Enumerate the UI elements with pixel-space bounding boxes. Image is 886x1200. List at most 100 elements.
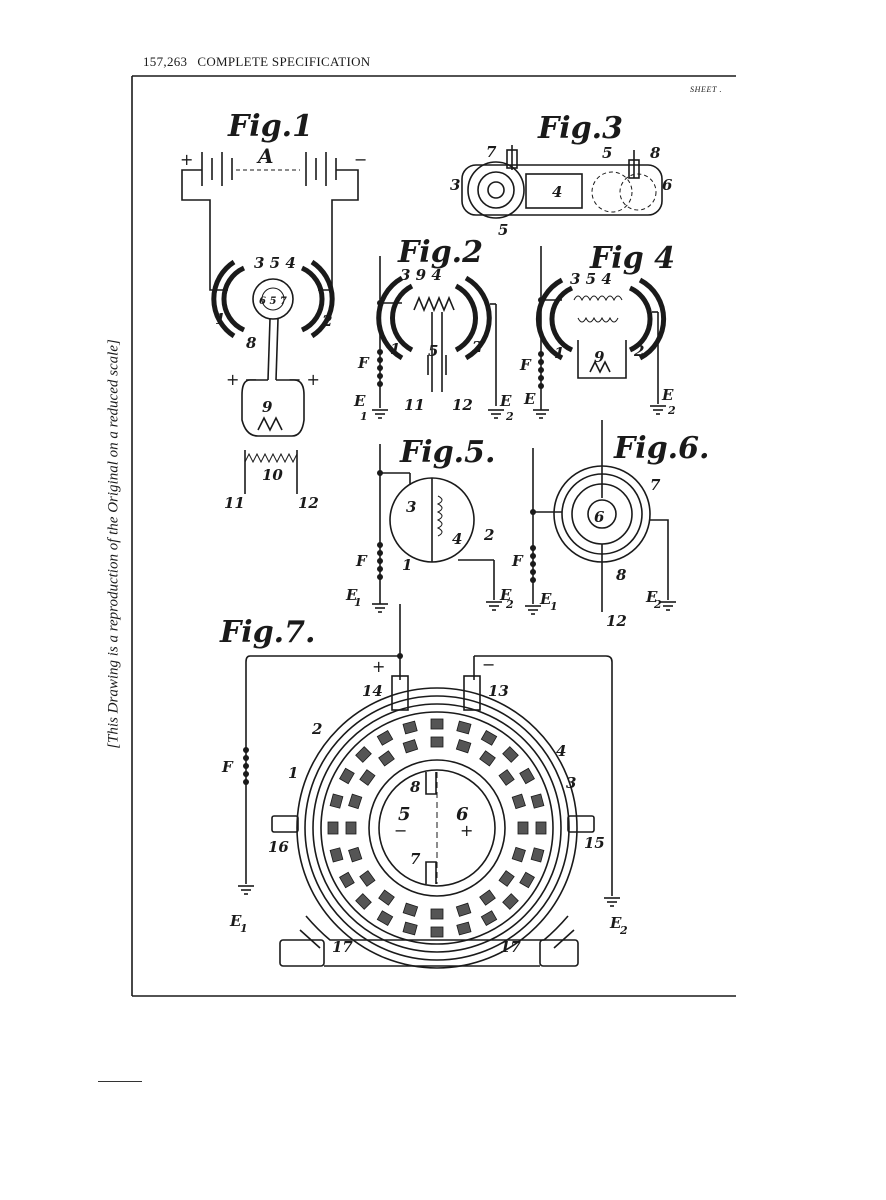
fig7-foot-left	[279, 939, 325, 967]
fig7-inner-plus: +	[460, 821, 473, 840]
figure-5: Fig.5. 3 4 2 1 F E 1 E 2	[345, 435, 514, 613]
fig1-tube	[211, 259, 335, 437]
fig2-num-1: 1	[390, 340, 400, 358]
coil-slot	[430, 718, 444, 730]
fig7-num-16: 16	[268, 838, 289, 856]
fig7-num-5: 5	[398, 804, 411, 825]
fig3-num-5b: 5	[498, 221, 508, 239]
coil-slot	[519, 871, 535, 889]
coil-slot	[498, 870, 515, 887]
fig1-num-inner: 6 5 7	[259, 296, 287, 307]
fig3-label: Fig.3	[537, 111, 623, 146]
fig5-label: Fig.5.	[399, 435, 495, 470]
coil-slot	[329, 793, 344, 809]
header-title: COMPLETE SPECIFICATION	[197, 54, 371, 69]
coil-slot	[517, 821, 529, 835]
page-header: 157,263 COMPLETE SPECIFICATION	[143, 54, 370, 70]
fig1-battery-label: A	[256, 144, 274, 168]
fig7-num-6: 6	[456, 804, 469, 825]
fig7-e1: E	[229, 912, 242, 930]
fig7-num-7: 7	[410, 850, 421, 868]
fig2-e2: E	[499, 392, 512, 410]
fig5-num-1: 1	[402, 556, 412, 574]
fig4-num-9: 9	[594, 348, 605, 366]
sheet-label: SHEET .	[690, 85, 723, 94]
coil-slot	[511, 793, 526, 810]
fig2-ground-2	[488, 409, 504, 419]
patent-number: 157,263	[143, 54, 188, 69]
fig7-num-17a: 17	[332, 938, 353, 956]
fig2-ground-1	[372, 409, 388, 419]
coil-slot	[359, 870, 376, 887]
fig6-e1: E	[539, 590, 552, 608]
coil-slot	[355, 893, 372, 910]
fig7-num-4: 4	[556, 742, 566, 760]
fig1-label: Fig.1	[227, 109, 313, 144]
coil-slot	[327, 821, 339, 835]
fig4-e2-sub: 2	[667, 404, 676, 417]
fig1-num-10: 10	[262, 466, 283, 484]
coil-slot	[479, 889, 496, 906]
coil-slot	[378, 889, 395, 906]
fig7-num-3: 3	[566, 774, 576, 792]
fig3-num-3: 3	[450, 176, 460, 194]
figure-7: Fig.7. + −	[219, 604, 628, 969]
coil-slot	[339, 767, 355, 785]
fig7-plus: +	[372, 657, 385, 676]
fig7-label: Fig.7.	[219, 615, 315, 650]
fig5-num-3: 3	[406, 498, 416, 516]
fig7-coil-slots	[327, 718, 547, 938]
fig3-num-7: 7	[486, 143, 497, 161]
fig4-e2: E	[661, 386, 674, 404]
fig7-num-14: 14	[362, 682, 383, 700]
coil-slot	[345, 821, 357, 835]
fig1-num-8: 8	[246, 334, 257, 352]
coil-slot	[519, 767, 535, 785]
fig1-num-9: 9	[262, 398, 273, 416]
fig3-num-8: 8	[650, 144, 661, 162]
fig6-label: Fig.6.	[613, 431, 709, 466]
fig2-e1-sub: 1	[360, 410, 368, 423]
coil-slot	[430, 736, 444, 748]
fig6-f: F	[511, 552, 524, 570]
fig7-num-1: 1	[288, 764, 298, 782]
fig1-num-12: 12	[298, 494, 319, 512]
coil-slot	[402, 720, 418, 735]
coil-slot	[329, 847, 344, 863]
fig5-e1-sub: 1	[354, 596, 362, 609]
coil-slot	[498, 769, 515, 786]
fig7-bolt-15	[567, 815, 595, 833]
fig1-num-11: 11	[224, 494, 245, 512]
fig6-e1-sub: 1	[550, 600, 558, 613]
coil-slot	[456, 921, 472, 936]
fig2-coil-f	[377, 349, 383, 387]
fig4-num-2: 2	[633, 342, 644, 360]
fig1-num-354: 3 5 4	[254, 254, 296, 272]
figure-4: Fig 4 3 5 4 1 2 9 F E E 2	[519, 241, 676, 419]
footer-rule	[98, 1081, 142, 1082]
coil-slot	[502, 746, 519, 763]
fig2-label: Fig.2	[397, 235, 483, 270]
fig4-label: Fig 4	[589, 241, 675, 276]
fig7-foot-right	[539, 939, 579, 967]
fig2-num-2: 2	[471, 338, 482, 356]
coil-slot	[339, 871, 355, 889]
fig5-num-2: 2	[483, 526, 494, 544]
fig6-e2-sub: 2	[653, 598, 662, 611]
coil-slot	[535, 821, 547, 835]
coil-slot	[480, 910, 498, 926]
coil-slot	[348, 846, 363, 863]
fig1-num-1: 1	[215, 310, 225, 328]
fig3-num-6: 6	[662, 176, 673, 194]
fig6-e2: E	[645, 588, 658, 606]
coil-slot	[376, 730, 394, 746]
fig5-f: F	[355, 552, 368, 570]
fig2-num-5: 5	[428, 342, 438, 360]
fig5-e2-sub: 2	[505, 598, 514, 611]
coil-slot	[378, 750, 395, 767]
coil-slot	[455, 739, 472, 754]
fig7-e2: E	[609, 914, 622, 932]
fig1-num-2: 2	[321, 312, 332, 330]
fig2-e2-sub: 2	[505, 410, 514, 423]
fig5-e2: E	[499, 586, 512, 604]
